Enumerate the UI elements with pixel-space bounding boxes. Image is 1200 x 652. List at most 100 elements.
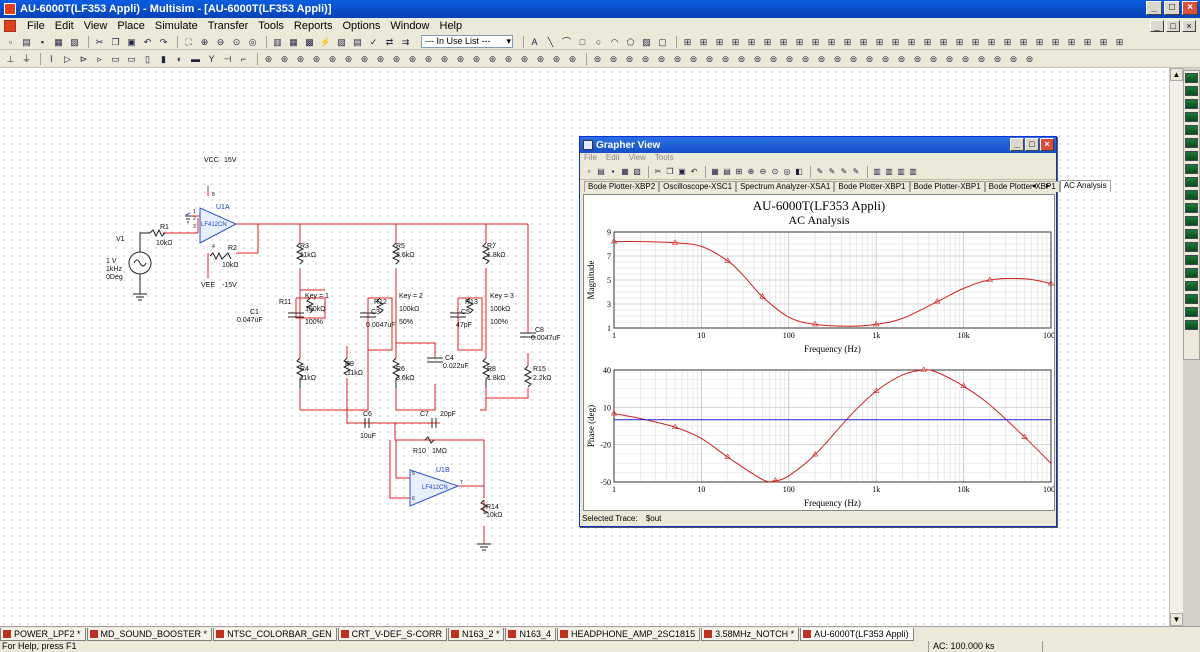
tektronix-oscilloscope-icon[interactable] [1185, 294, 1198, 304]
ellipse-icon[interactable]: ○ [595, 36, 602, 47]
instrument-19-icon[interactable]: ⊞ [971, 36, 980, 47]
polygon-icon[interactable]: ⬠ [626, 36, 635, 47]
database-icon[interactable]: ▩ [305, 36, 314, 47]
instrument-23-icon[interactable]: ⊞ [1035, 36, 1044, 47]
backannotate-icon[interactable]: ⇄ [385, 36, 394, 47]
voltage-source-v1[interactable] [128, 232, 152, 301]
agilent-generator-icon[interactable] [1185, 255, 1198, 265]
virtual-1-icon[interactable]: ⊛ [264, 53, 273, 64]
measure-17-icon[interactable]: ⊜ [849, 53, 858, 64]
measure-9-icon[interactable]: ⊜ [721, 53, 730, 64]
instrument-12-icon[interactable]: ⊞ [859, 36, 868, 47]
undo-icon[interactable]: ↶ [143, 36, 152, 47]
place-electromech-icon[interactable]: ⊣ [223, 53, 232, 64]
arc-icon[interactable]: ◠ [610, 36, 619, 47]
virtual-13-icon[interactable]: ⊛ [456, 53, 465, 64]
bode-plotter-icon[interactable] [1185, 138, 1198, 148]
place-resistor-icon[interactable]: ⌇ [49, 53, 54, 64]
legend-icon[interactable]: ▤ [723, 166, 731, 176]
grapher-menu-edit[interactable]: Edit [605, 153, 620, 162]
overlay-icon[interactable]: ✎ [828, 166, 836, 176]
menu-tools[interactable]: Tools [258, 20, 284, 32]
measure-12-icon[interactable]: ⊜ [769, 53, 778, 64]
agilent-oscilloscope-icon[interactable] [1185, 281, 1198, 291]
instrument-10-icon[interactable]: ⊞ [827, 36, 836, 47]
mdi-restore-button[interactable]: □ [1166, 20, 1180, 32]
menu-reports[interactable]: Reports [293, 20, 333, 32]
minimize-button[interactable]: _ [1146, 1, 1162, 15]
measurement-probe-icon[interactable] [1185, 320, 1198, 330]
place-analog-icon[interactable]: ▹ [97, 53, 102, 64]
undo-icon[interactable]: ↶ [690, 166, 698, 176]
place-transistor-icon[interactable]: ⊳ [79, 53, 88, 64]
spreadsheet-icon[interactable]: ▦ [289, 36, 298, 47]
grapher-maximize-button[interactable]: □ [1025, 138, 1039, 151]
instrument-5-icon[interactable]: ⊞ [747, 36, 756, 47]
measure-27-icon[interactable]: ⊜ [1009, 53, 1018, 64]
save-icon[interactable]: ▪ [40, 36, 45, 47]
new-icon[interactable]: ▫ [587, 166, 591, 176]
tab-spectrum-analyzer-xsa1[interactable]: Spectrum Analyzer-XSA1 [736, 181, 835, 192]
virtual-4-icon[interactable]: ⊛ [312, 53, 321, 64]
logic-analyzer-icon[interactable] [1185, 177, 1198, 187]
instrument-14-icon[interactable]: ⊞ [891, 36, 900, 47]
comment-icon[interactable]: ▢ [658, 36, 667, 47]
grapher-menu-file[interactable]: File [584, 153, 597, 162]
measure-16-icon[interactable]: ⊜ [833, 53, 842, 64]
instrument-15-icon[interactable]: ⊞ [907, 36, 916, 47]
instrument-4-icon[interactable]: ⊞ [731, 36, 740, 47]
place-rf-icon[interactable]: Y [208, 53, 215, 64]
measure-4-icon[interactable]: ⊜ [641, 53, 650, 64]
circuit-tab-ntsc-colorbar-gen[interactable]: NTSC_COLORBAR_GEN [213, 627, 337, 641]
tab-oscilloscope-xsc1[interactable]: Oscilloscope-XSC1 [659, 181, 737, 192]
add-trace-icon[interactable]: ▥ [909, 166, 917, 176]
measure-14-icon[interactable]: ⊜ [801, 53, 810, 64]
zoom-out-icon[interactable]: ⊖ [759, 166, 767, 176]
erc-icon[interactable]: ✓ [369, 36, 378, 47]
tab-bode-plotter-xbp2[interactable]: Bode Plotter-XBP2 [584, 181, 660, 192]
instrument-9-icon[interactable]: ⊞ [811, 36, 820, 47]
instrument-27-icon[interactable]: ⊞ [1099, 36, 1108, 47]
instrument-21-icon[interactable]: ⊞ [1003, 36, 1012, 47]
postprocessor-icon[interactable]: ▤ [353, 36, 362, 47]
in-use-list-select[interactable]: --- In Use List --- [421, 35, 513, 48]
print-preview-icon[interactable]: ▧ [633, 166, 641, 176]
opamp-u1a[interactable] [185, 186, 238, 244]
measure-19-icon[interactable]: ⊜ [881, 53, 890, 64]
menu-window[interactable]: Window [390, 20, 430, 32]
export-lvm-icon[interactable]: ▥ [885, 166, 893, 176]
virtual-9-icon[interactable]: ⊛ [392, 53, 401, 64]
measure-11-icon[interactable]: ⊜ [753, 53, 762, 64]
virtual-3-icon[interactable]: ⊛ [296, 53, 305, 64]
polyline-icon[interactable]: ⌒ [561, 36, 571, 47]
mdi-close-button[interactable]: × [1182, 20, 1196, 32]
logic-converter-icon[interactable] [1185, 190, 1198, 200]
measure-1-icon[interactable]: ⊜ [593, 53, 602, 64]
measure-3-icon[interactable]: ⊜ [625, 53, 634, 64]
multimeter-icon[interactable] [1185, 73, 1198, 83]
tab-scroll-arrows-icon[interactable]: ◂ ▸ [1031, 181, 1054, 190]
instrument-18-icon[interactable]: ⊞ [955, 36, 964, 47]
grid-icon[interactable]: ▦ [711, 166, 719, 176]
tab-bode-plotter-xbp1-b[interactable]: Bode Plotter-XBP1 [909, 181, 985, 192]
measure-10-icon[interactable]: ⊜ [737, 53, 746, 64]
instrument-6-icon[interactable]: ⊞ [763, 36, 772, 47]
paste-icon[interactable]: ▣ [678, 166, 686, 176]
instrument-16-icon[interactable]: ⊞ [923, 36, 932, 47]
fullscreen-icon[interactable]: ⛶ [185, 36, 192, 47]
opamp-u1b[interactable] [409, 469, 460, 507]
instrument-20-icon[interactable]: ⊞ [987, 36, 996, 47]
zoom-area-icon[interactable]: ⊙ [232, 36, 241, 47]
instrument-7-icon[interactable]: ⊞ [779, 36, 788, 47]
measure-6-icon[interactable]: ⊜ [673, 53, 682, 64]
export-data-icon[interactable]: ▥ [897, 166, 905, 176]
virtual-20-icon[interactable]: ⊛ [568, 53, 577, 64]
redo-icon[interactable]: ↷ [159, 36, 168, 47]
word-generator-icon[interactable] [1185, 164, 1198, 174]
circuit-tab-n163-4[interactable]: N163_4 [505, 627, 557, 641]
vertical-scrollbar[interactable]: ▲ ▼ [1169, 68, 1183, 626]
function-generator-icon[interactable] [1185, 86, 1198, 96]
virtual-7-icon[interactable]: ⊛ [360, 53, 369, 64]
trace-icon[interactable]: ✎ [852, 166, 860, 176]
circuit-tab-md-sound-booster[interactable]: MD_SOUND_BOOSTER * [86, 627, 213, 641]
